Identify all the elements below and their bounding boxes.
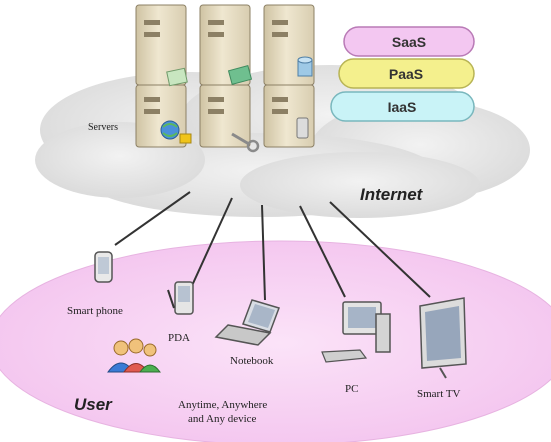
- tagline-line2: and Any device: [188, 413, 257, 425]
- database-icon: [297, 56, 313, 77]
- internet-label: Internet: [360, 185, 424, 204]
- notebook-icon: [214, 299, 280, 346]
- connector-line: [329, 201, 431, 298]
- tagline-line1: Anytime, Anywhere: [178, 399, 267, 411]
- connector-lines: [114, 191, 431, 301]
- servers-label: Servers: [88, 122, 118, 133]
- folder-icon: [227, 65, 253, 85]
- users-icon: [107, 338, 161, 373]
- iaas-layer: [330, 91, 475, 122]
- server-rack-group: [135, 4, 315, 153]
- document-icon: [166, 67, 188, 87]
- smart-tv-icon: [419, 297, 467, 379]
- paas-label: PaaS: [389, 66, 423, 82]
- pda-icon: [167, 281, 194, 315]
- connector-line: [299, 205, 346, 298]
- pc-label: PC: [345, 383, 358, 395]
- lock-icon: [179, 133, 192, 144]
- key-icon: [231, 132, 260, 153]
- saas-label: SaaS: [392, 34, 426, 50]
- service-layers: SaaS PaaS IaaS: [330, 26, 475, 122]
- smart-phone-label: Smart phone: [67, 305, 123, 317]
- iaas-label: IaaS: [388, 99, 417, 115]
- paas-layer: [338, 58, 475, 89]
- notebook-label: Notebook: [230, 355, 274, 367]
- smartphone-icon: [94, 251, 113, 283]
- saas-layer: [343, 26, 475, 57]
- connector-line: [189, 197, 233, 291]
- pda-label: PDA: [168, 332, 190, 344]
- smart-tv-label: Smart TV: [417, 388, 461, 400]
- server-icon: [135, 4, 187, 148]
- connector-line: [114, 191, 191, 246]
- mobile-server-icon: [296, 117, 309, 139]
- user-area-ellipse: [0, 240, 551, 442]
- server-icon: [199, 4, 251, 148]
- pc-icon: [321, 301, 391, 363]
- user-label: User: [74, 395, 113, 414]
- connector-line: [261, 204, 266, 301]
